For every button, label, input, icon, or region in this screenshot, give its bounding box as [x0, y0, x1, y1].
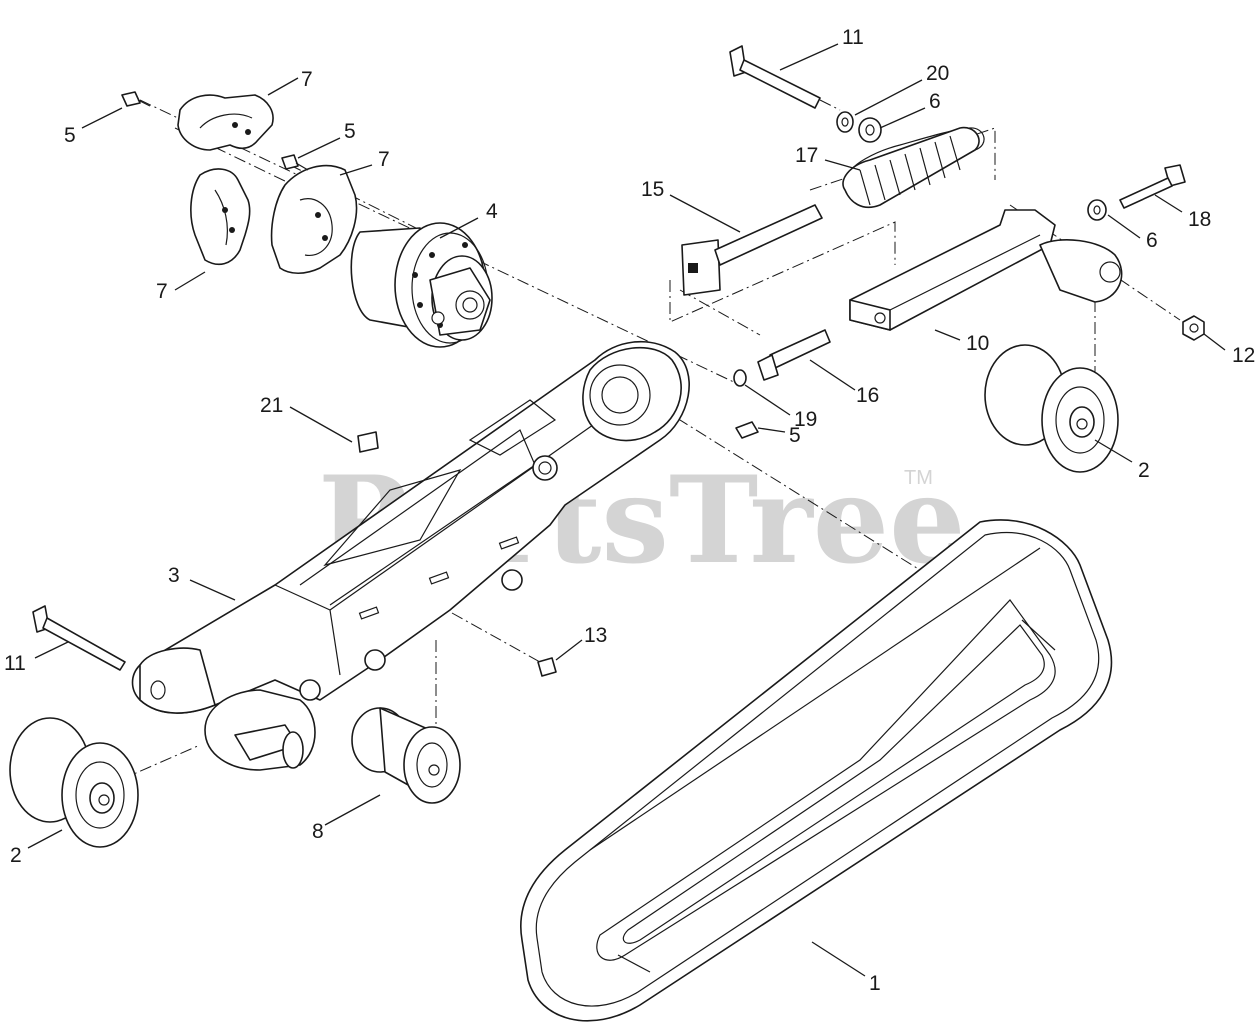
- long-bolt-lower: [32, 605, 126, 671]
- callout-21: 21: [260, 394, 283, 417]
- roller-8: [351, 707, 461, 804]
- callout-1: 1: [869, 972, 881, 995]
- bolt-lower: [735, 421, 759, 439]
- callout-3: 3: [168, 564, 180, 587]
- callout-10: 10: [966, 332, 989, 355]
- road-wheel-right: [984, 344, 1119, 473]
- callout-19: 19: [794, 408, 817, 431]
- callout-8: 8: [312, 820, 324, 843]
- clip-19: [733, 369, 747, 387]
- callout-4: 4: [486, 200, 498, 223]
- callout-7-upper: 7: [301, 68, 313, 91]
- leader-lines: [27, 43, 1226, 977]
- decal-21: [357, 431, 379, 453]
- callout-labels: 11 20 6 7 5 5 7 17 15 4 18 6 7 10 12 16 …: [4, 26, 1255, 995]
- watermark-trademark: TM: [904, 467, 933, 489]
- bolt-13: [537, 657, 557, 677]
- idler-bracket: [849, 209, 1123, 331]
- nut-12: [1182, 315, 1205, 341]
- callout-2-right: 2: [1138, 459, 1150, 482]
- long-bolt-upper: [729, 45, 821, 109]
- washer-20: [836, 111, 854, 133]
- callout-11-upper: 11: [842, 26, 864, 49]
- callout-13: 13: [584, 624, 607, 647]
- callout-16: 16: [856, 384, 879, 407]
- sprocket-left: [190, 168, 251, 266]
- road-wheel-left: [9, 717, 139, 848]
- callout-17: 17: [795, 144, 818, 167]
- sprocket-right: [270, 164, 358, 275]
- bolt-18: [1119, 164, 1186, 209]
- callout-6-lower: 6: [1146, 229, 1158, 252]
- callout-20: 20: [926, 62, 949, 85]
- drive-motor: [350, 222, 493, 348]
- callout-2-left: 2: [10, 844, 22, 867]
- bolt-upper: [121, 91, 151, 107]
- callout-7-right: 7: [378, 148, 390, 171]
- washer-6-upper: [858, 117, 882, 143]
- callout-5-lower: 5: [789, 424, 801, 447]
- track-frame: [131, 340, 690, 771]
- tension-rod: [681, 204, 823, 296]
- pivot-pin: [757, 329, 831, 381]
- callout-7-left: 7: [156, 280, 168, 303]
- track-belt: [520, 519, 1113, 1022]
- callout-11-lower: 11: [4, 652, 26, 675]
- callout-15: 15: [641, 178, 664, 201]
- callout-5-middle: 5: [344, 120, 356, 143]
- spring: [842, 126, 985, 209]
- washer-6-lower: [1087, 199, 1107, 221]
- callout-6-upper: 6: [929, 90, 941, 113]
- callout-5-upper: 5: [64, 124, 76, 147]
- callout-12: 12: [1232, 344, 1255, 367]
- bolt-middle: [281, 154, 309, 171]
- sprocket-upper: [177, 94, 274, 151]
- callout-18: 18: [1188, 208, 1211, 231]
